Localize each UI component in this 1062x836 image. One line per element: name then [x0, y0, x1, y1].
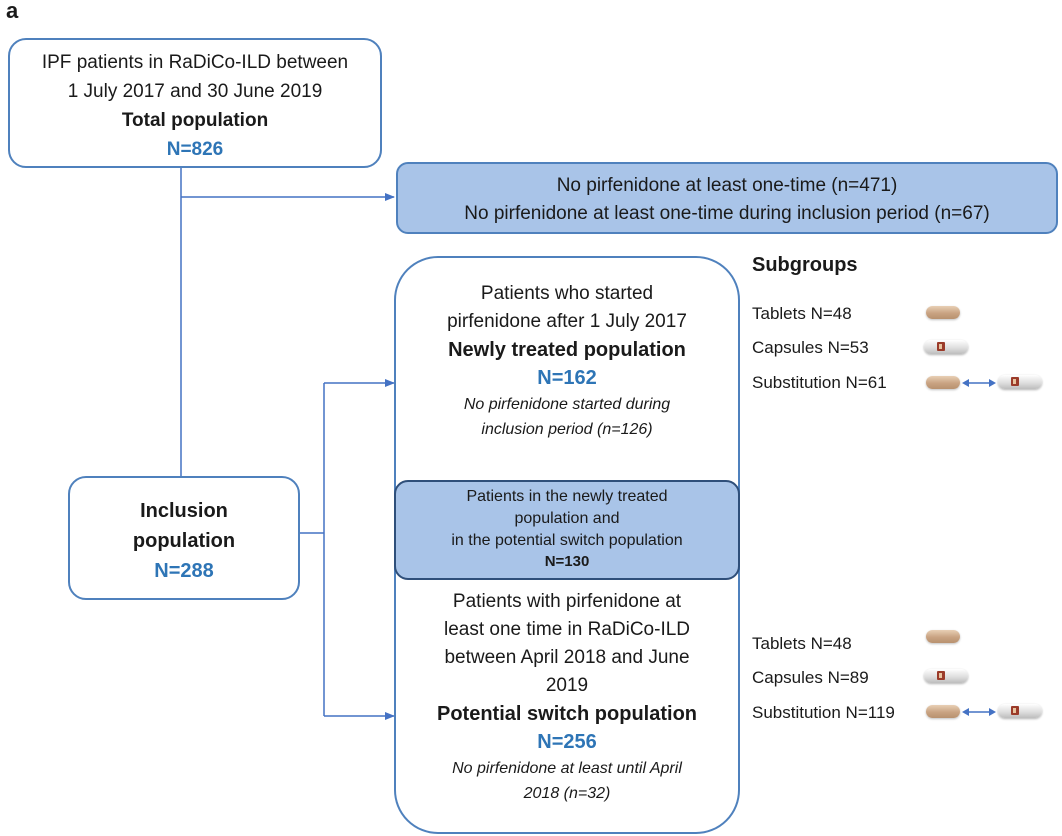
capsule-icon: [998, 375, 1042, 389]
newly-treated-group: Patients who started pirfenidone after 1…: [396, 280, 738, 442]
potential-switch-group: Patients with pirfenidone at least one t…: [396, 588, 738, 806]
inclusion-population-box: Inclusion population N=288: [68, 476, 300, 600]
newly-tablets-label: Tablets N=48: [752, 304, 852, 323]
overlap-n: N=130: [544, 553, 590, 570]
inclusion-n: N=288: [154, 560, 214, 582]
newly-title: Newly treated population: [448, 339, 686, 361]
switch-line-3: between April 2018 and June: [444, 647, 690, 668]
overlap-line-3: in the potential switch population: [451, 532, 683, 549]
panel-label: a: [6, 0, 19, 23]
switch-tablets-label: Tablets N=48: [752, 634, 852, 653]
capsule-icon: [998, 704, 1042, 718]
newly-note-1: No pirfenidone started during: [463, 396, 671, 413]
switch-note-2: 2018 (n=32): [523, 785, 611, 802]
double-arrow-icon: [962, 708, 996, 716]
overlap-line-1: Patients in the newly treated: [466, 488, 668, 505]
total-line-1: IPF patients in RaDiCo-ILD between: [41, 52, 349, 73]
exclusion-box: No pirfenidone at least one-time (n=471)…: [396, 162, 1058, 234]
switch-capsules-label: Capsules N=89: [752, 668, 869, 687]
total-line-2: 1 July 2017 and 30 June 2019: [67, 81, 323, 102]
overlap-line-2: population and: [514, 510, 620, 527]
tablet-icon: [926, 306, 960, 319]
exclusion-line-1: No pirfenidone at least one-time (n=471): [556, 175, 898, 196]
subgroups-title: Subgroups: [752, 254, 858, 276]
newly-line-1: Patients who started: [480, 283, 654, 304]
capsule-icon: [924, 340, 968, 354]
total-title: Total population: [121, 110, 269, 131]
newly-substitution-label: Substitution N=61: [752, 373, 887, 392]
switch-substitution-label: Substitution N=119: [752, 703, 895, 722]
inclusion-line-1: Inclusion: [140, 500, 228, 522]
newly-capsules-label: Capsules N=53: [752, 338, 869, 357]
switch-line-2: least one time in RaDiCo-ILD: [443, 619, 691, 640]
inclusion-line-2: population: [132, 530, 236, 552]
tablet-icon: [926, 630, 960, 643]
tablet-icon: [926, 705, 960, 718]
total-n: N=826: [166, 139, 224, 160]
double-arrow-icon: [962, 379, 996, 387]
switch-n: N=256: [537, 731, 597, 753]
newly-line-2: pirfenidone after 1 July 2017: [447, 311, 687, 332]
switch-title: Potential switch population: [437, 703, 697, 725]
total-population-box: IPF patients in RaDiCo-ILD between 1 Jul…: [8, 38, 382, 168]
switch-line-4: 2019: [545, 675, 589, 696]
newly-note-2: inclusion period (n=126): [481, 421, 653, 438]
switch-line-1: Patients with pirfenidone at: [452, 591, 682, 612]
overlap-box: Patients in the newly treated population…: [394, 480, 740, 580]
capsule-icon: [924, 669, 968, 683]
newly-n: N=162: [537, 367, 597, 389]
switch-note-1: No pirfenidone at least until April: [452, 760, 682, 777]
exclusion-line-2: No pirfenidone at least one-time during …: [464, 203, 990, 224]
tablet-icon: [926, 376, 960, 389]
